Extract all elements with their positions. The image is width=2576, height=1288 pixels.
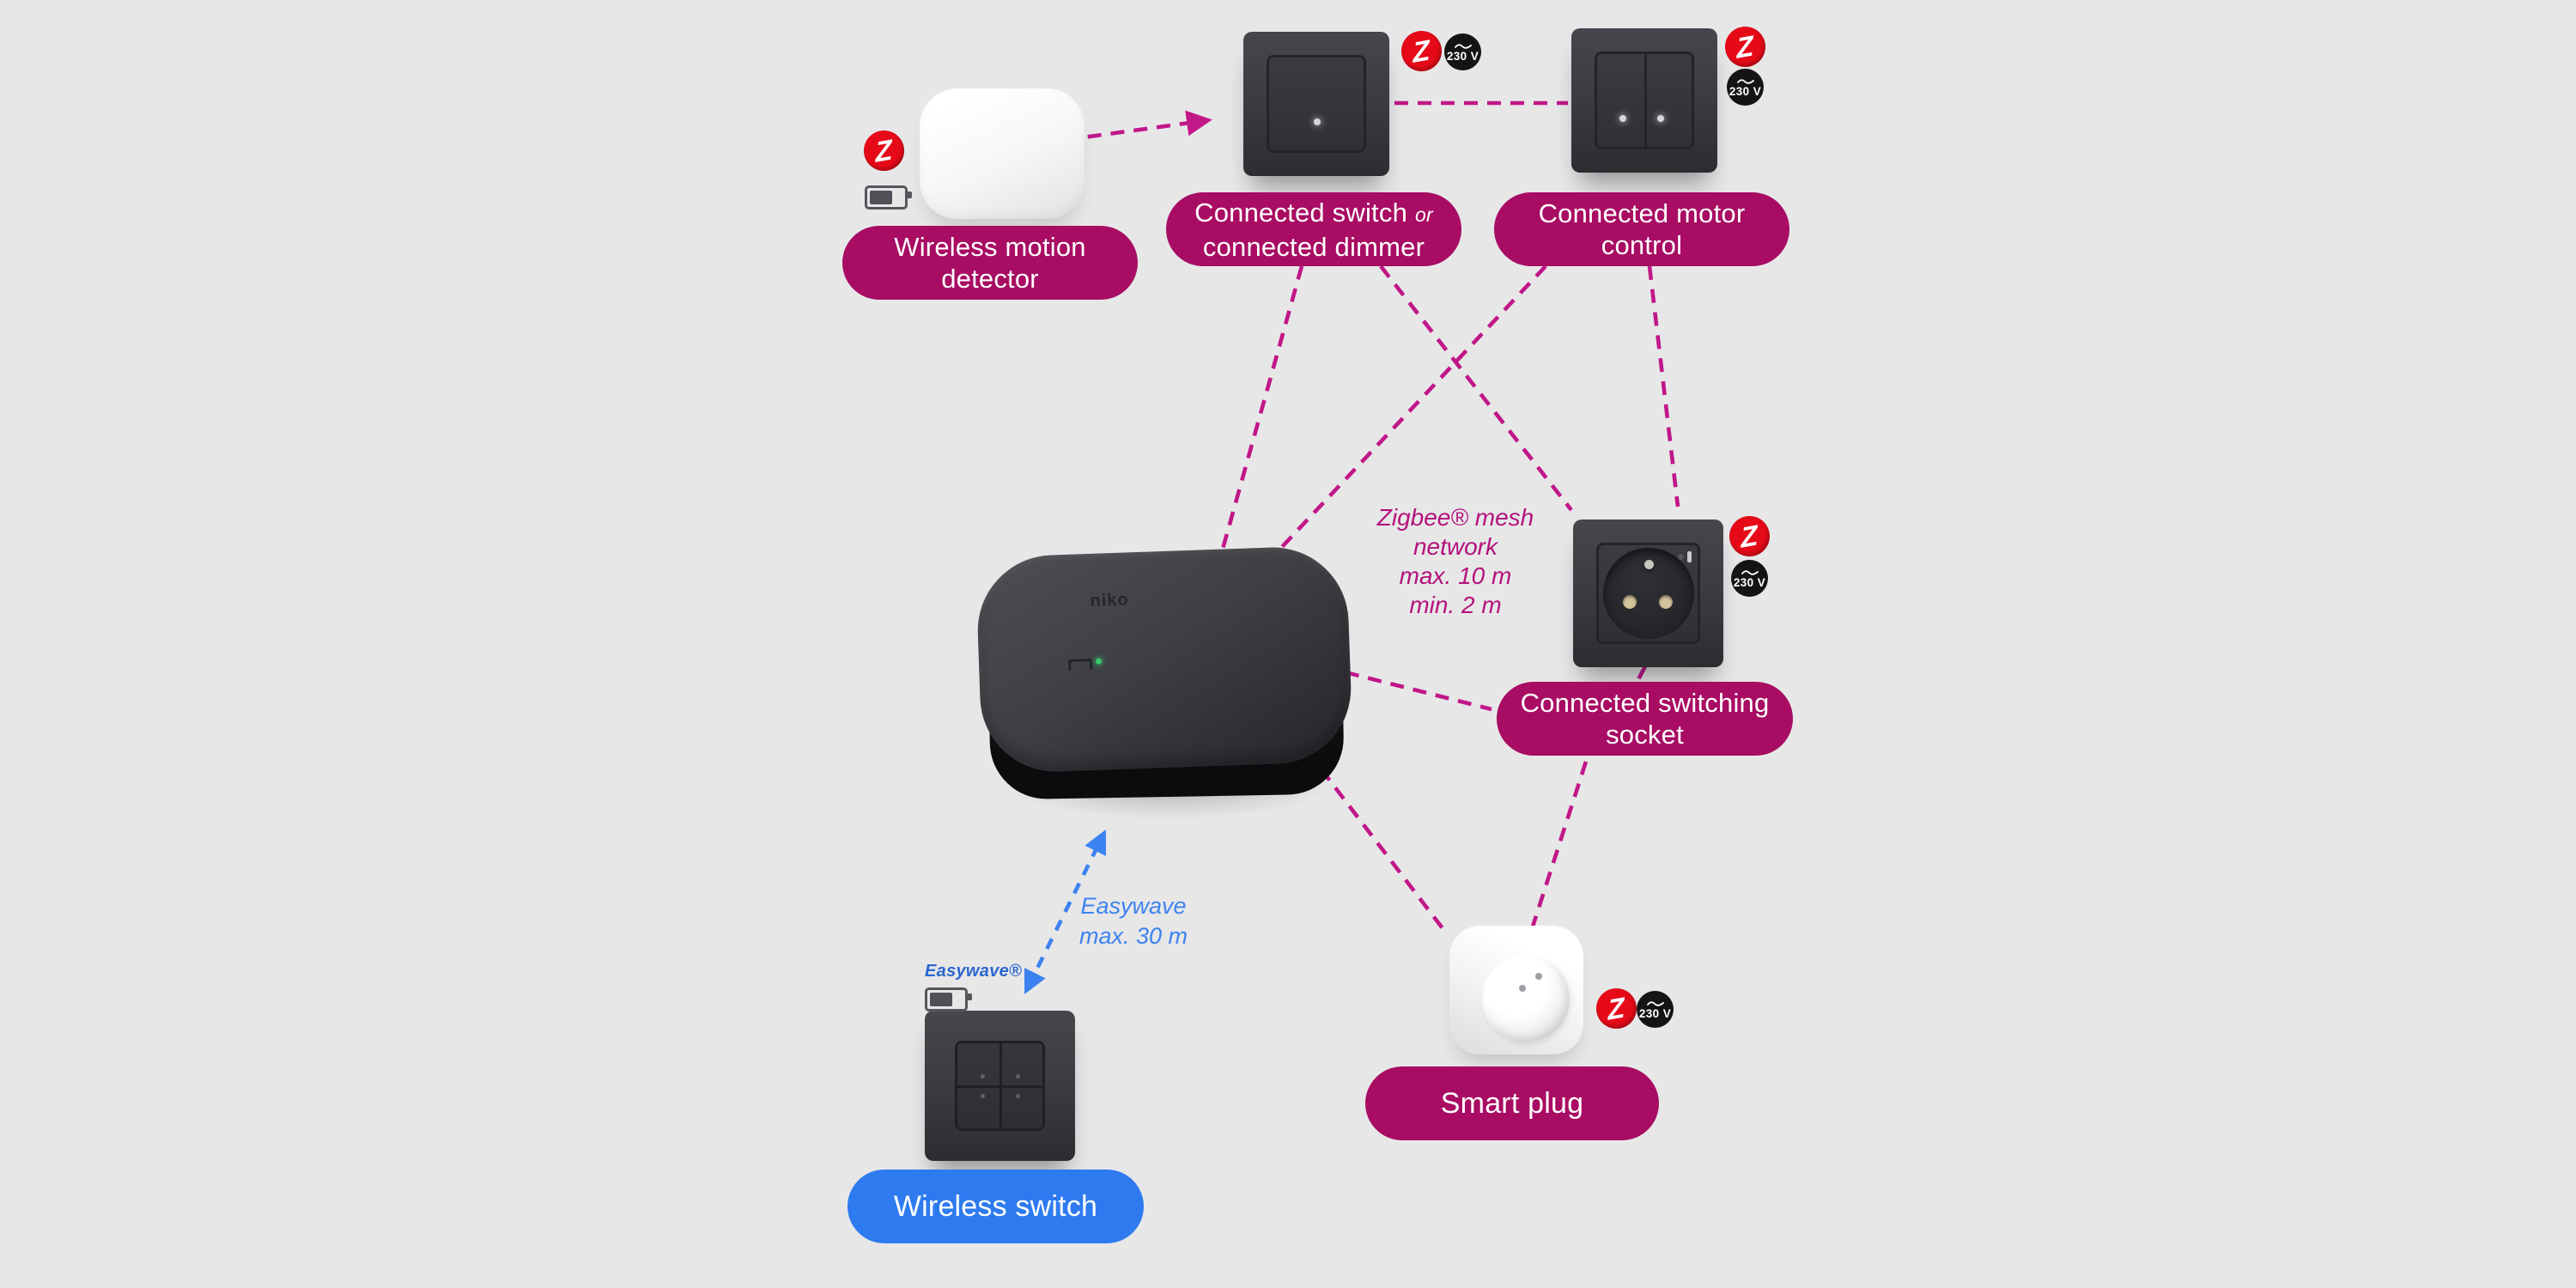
- zigbee-icon: Z: [1401, 31, 1442, 71]
- motor-rockers: [1595, 52, 1694, 149]
- motor-led-left: [1619, 115, 1627, 123]
- voltage-230v-icon: 230 V: [1731, 560, 1768, 597]
- socket-recess: [1602, 548, 1694, 639]
- link-motion-to-switch: [1064, 110, 1212, 143]
- socket-hole-left: [1622, 595, 1637, 610]
- plug-hole-left: [1518, 984, 1526, 992]
- link-motor-pill-to-socket: [1647, 265, 1680, 507]
- voltage-230v-icon: 230 V: [1637, 991, 1674, 1028]
- voltage-230v-icon: 230 V: [1727, 69, 1764, 106]
- switch-led: [1313, 118, 1321, 126]
- link-socket-to-socket-pill: [1634, 665, 1648, 684]
- zigbee-icon: Z: [1725, 27, 1765, 67]
- link-hub-to-plug: [1291, 731, 1449, 937]
- switching-socket-label-pill: Connected switching socket: [1497, 682, 1793, 756]
- switch-rocker: [1267, 55, 1366, 153]
- connected-switch-label-line2: connected dimmer: [1202, 231, 1425, 262]
- motor-control-label: Connected motor control: [1538, 198, 1746, 260]
- easywave-logo: Easywave®: [925, 962, 1023, 981]
- wireless-switch-buttons: [955, 1041, 1045, 1131]
- zigbee-mesh-annotation: Zigbee® mesh network max. 10 m min. 2 m: [1376, 504, 1534, 618]
- link-hub-to-socket-pill: [1345, 670, 1492, 712]
- plug-hole-right: [1535, 973, 1543, 981]
- switching-socket-device: [1573, 519, 1723, 667]
- hub-device: niko: [975, 544, 1354, 775]
- motor-led-right: [1657, 115, 1665, 123]
- voltage-230v-icon: 230 V: [1444, 33, 1481, 70]
- connected-switch-device: [1243, 32, 1389, 176]
- motion-detector-label: Wireless motion detector: [894, 232, 1086, 294]
- button-mark: [1016, 1073, 1021, 1078]
- wireless-switch-label-pill: Wireless switch: [848, 1170, 1144, 1243]
- socket-plate: [1596, 543, 1700, 644]
- wireless-switch-device: [925, 1011, 1075, 1161]
- ac-wave-icon: [1736, 79, 1754, 84]
- button-mark: [980, 1073, 985, 1078]
- zigbee-icon: Z: [864, 131, 904, 171]
- link-motor-pill-to-hub: [1252, 264, 1547, 579]
- link-switch-pill-to-hub: [1218, 265, 1304, 559]
- motor-control-device: [1571, 28, 1717, 173]
- button-mark: [1016, 1094, 1021, 1099]
- link-switch-pill-to-socket: [1379, 264, 1573, 512]
- zigbee-icon: Z: [1729, 516, 1770, 556]
- smart-plug-device: [1449, 926, 1583, 1054]
- wireless-switch-label: Wireless switch: [893, 1189, 1098, 1223]
- ac-wave-icon: [1454, 44, 1472, 49]
- zigbee-icon: Z: [1596, 988, 1637, 1029]
- hub-logo-mark: [1067, 658, 1093, 671]
- link-socket-pill-to-plug: [1530, 761, 1589, 927]
- smart-plug-label: Smart plug: [1440, 1086, 1584, 1120]
- socket-earth-pin: [1643, 560, 1654, 569]
- socket-hole-right: [1659, 595, 1674, 610]
- smart-plug-label-pill: Smart plug: [1365, 1066, 1659, 1140]
- socket-indicator: [1678, 551, 1692, 562]
- battery-icon: [925, 987, 972, 1012]
- ac-wave-icon: [1741, 570, 1759, 575]
- rocker-divider: [1644, 54, 1647, 147]
- motion-detector-label-pill: Wireless motion detector: [842, 226, 1138, 300]
- easywave-range-annotation: Easywave max. 30 m: [1078, 893, 1188, 949]
- battery-icon: [865, 185, 912, 210]
- ac-wave-icon: [1646, 1001, 1664, 1006]
- link-hub-to-wireless-switch-easywave: [1024, 829, 1107, 994]
- motor-control-label-pill: Connected motor control: [1494, 192, 1789, 266]
- hub-brand-logo: niko: [1090, 590, 1130, 611]
- motion-detector-device: [920, 88, 1084, 219]
- button-mark: [980, 1094, 985, 1099]
- switching-socket-label: Connected switching socket: [1520, 688, 1770, 750]
- hub-status-led: [1095, 658, 1103, 665]
- plug-face: [1482, 955, 1570, 1042]
